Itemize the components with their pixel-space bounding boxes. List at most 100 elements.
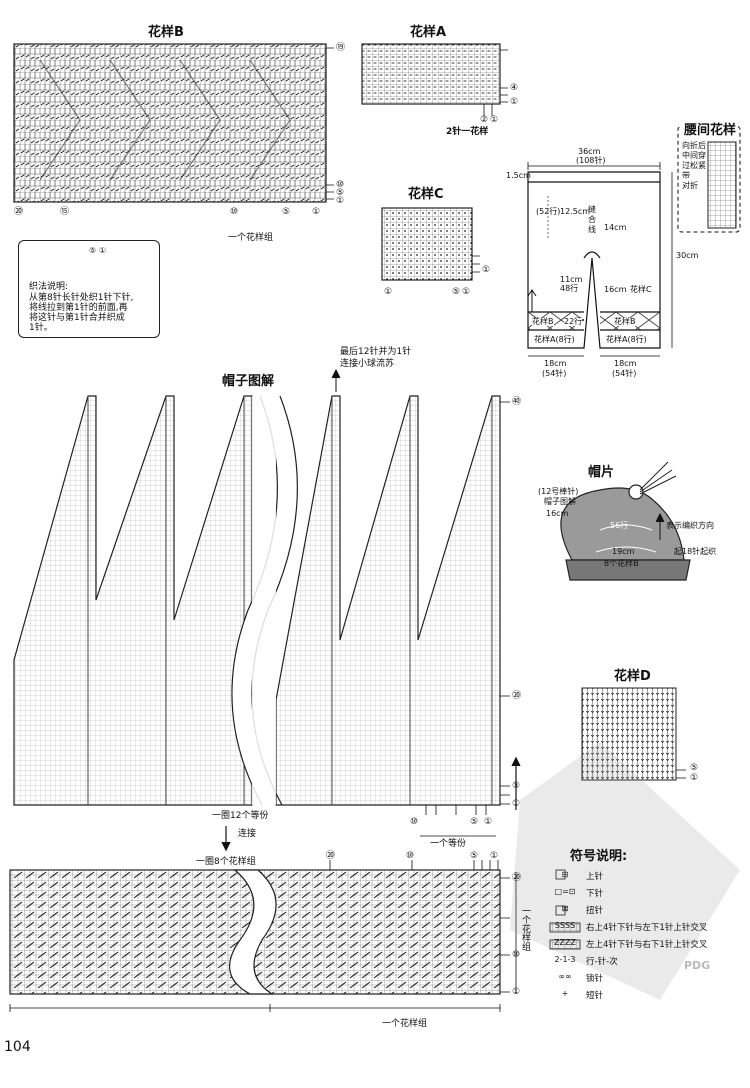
legend-symbol: ZZZZ (554, 938, 576, 947)
pattern-a-right-num-1: ① (510, 97, 519, 107)
pants-bottom-left: 18cm (544, 359, 567, 368)
waist-note-1: 中间穿 (682, 151, 706, 160)
waist-note-0: 向折后 (682, 141, 706, 150)
pants-top-width: 36cm (578, 147, 601, 156)
pants-seam-1: 合 (588, 215, 596, 224)
hat-chart (13, 368, 521, 852)
waist-note-2: 过松紧 (682, 161, 706, 170)
lower-right-num-2: ① (512, 987, 521, 997)
legend-symbol: SSSS (554, 921, 576, 930)
legend-item: + 短针 (548, 987, 748, 1001)
lower-right-num-0: ⑳ (512, 873, 522, 883)
legend-text: 上针 (586, 872, 604, 882)
legend-item: SSSS 右上4针下针与左下1针上针交叉 (548, 919, 748, 933)
pants-rows-22: 22行 (564, 317, 583, 326)
instruction-line-2: 将这针与第1针合并织成 (29, 313, 125, 323)
hat-piece-ref: 帽子图解 (544, 497, 576, 506)
pattern-b-title: 花样B (148, 25, 184, 40)
hat-right-num-0: ㊵ (512, 397, 522, 407)
legend-swatches (549, 869, 581, 950)
legend-symbol: 2-1-3 (554, 955, 576, 964)
pants-pattern-a: 花样A(8行) (534, 335, 575, 344)
legend-item: ZZZZ 左上4针下针与右下1针上针交叉 (548, 936, 748, 950)
pattern-c-right-num-0: ① (482, 265, 491, 275)
pants-h-16: 16cm (604, 285, 627, 294)
waist-pattern-chart (707, 141, 737, 229)
hat-lower-band (9, 860, 517, 1012)
pattern-a-bottom-num-1: ① (490, 115, 499, 125)
pattern-c-bottom-num-1: ⑤ (452, 287, 461, 297)
pattern-b-bottom-num-3: ⑤ (282, 207, 291, 217)
pants-h-12-5: 12.5cm (560, 207, 591, 216)
instruction-num-0: ⑤ (89, 246, 97, 255)
legend-symbol: + (561, 989, 569, 998)
pattern-b-bottom-num-4: ① (312, 207, 321, 217)
pants-total-h: 30cm (676, 251, 699, 260)
hat-top-note-0: 最后12针并为1针 (340, 347, 412, 357)
pattern-b-chart (13, 43, 334, 203)
watermark-text: PDG (684, 959, 711, 972)
hat-chart-title: 帽子图解 (222, 374, 275, 389)
pattern-a-title: 花样A (410, 25, 447, 40)
pattern-c-bottom-num-0: ① (384, 287, 393, 297)
hat-piece-height: 16cm (546, 509, 569, 518)
pattern-b-group-label: 一个花样组 (228, 233, 274, 243)
pattern-b-right-num-0: ⑲ (336, 43, 346, 53)
legend-text: 下针 (586, 889, 604, 899)
pants-pattern-c: 花样C (630, 285, 652, 294)
legend-text: 左上4针下针与右下1针上针交叉 (586, 940, 708, 950)
instruction-box: ⑤ ① 织法说明: 从第8针长针处织1针下针, 将线拉到第1针的前面,再 将这针… (18, 240, 160, 338)
pattern-a-bottom-num-0: ② (480, 115, 489, 125)
hat-piece-rows: 56行 (610, 521, 629, 530)
pants-top-sts: (108针) (576, 156, 606, 165)
instruction-line-0: 从第8针长针处织1针下针, (29, 293, 134, 303)
pattern-a-chart (361, 43, 508, 116)
legend-text: 右上4针下针与左下1针上针交叉 (586, 923, 708, 933)
legend-symbol: □=⊡ (554, 887, 576, 896)
lower-num-3: ① (490, 851, 499, 861)
pants-seam-0: 缝 (588, 205, 596, 214)
hat-right-num-3: ① (512, 799, 521, 809)
page-number: 104 (4, 1039, 31, 1055)
legend-title: 符号说明: (570, 849, 628, 864)
legend-item: ⊟上针 (548, 868, 748, 882)
hat-bottom-num-2: ① (484, 817, 493, 827)
watermark-seal (510, 742, 740, 1000)
pants-h-14: 14cm (604, 223, 627, 232)
pants-rows-52: (52行) (536, 207, 561, 216)
pants-pattern-b: 花样B (532, 317, 554, 326)
pants-h-11: 11cm (560, 275, 583, 284)
legend-text: 短针 (586, 991, 604, 1001)
pattern-b-right-num-3: ① (336, 196, 345, 206)
pants-bottom-left-sts: (54针) (542, 369, 567, 378)
pattern-d-title: 花样D (614, 669, 651, 684)
hat-right-num-2: ⑤ (512, 781, 521, 791)
waist-pattern-title: 腰间花样 (682, 123, 739, 138)
instruction-title: 织法说明: (29, 282, 69, 292)
hat-piece-direction: 表示编织方向 (666, 521, 714, 530)
pants-bottom-right-sts: (54针) (612, 369, 637, 378)
pattern-b-bottom-num-1: ⑮ (60, 207, 70, 217)
pants-schematic (527, 162, 673, 357)
hat-bottom-note: 一圈12个等份 (212, 811, 269, 821)
hat-piece-groups: 8个花样B (604, 559, 639, 568)
hat-piece-needle: (12号棒针) (538, 487, 579, 496)
legend-text: 锁针 (586, 974, 604, 984)
pattern-d-right-num-0: ⑤ (690, 763, 699, 773)
lower-num-1: ⑩ (406, 851, 415, 861)
pants-bottom-right: 18cm (614, 359, 637, 368)
legend-item: □=⊡ 下针 (548, 885, 748, 899)
lower-group-label-1: 一个花样组 (520, 906, 530, 951)
hat-right-num-1: ⑳ (512, 691, 522, 701)
pattern-b-right-num-2: ⑤ (336, 188, 345, 198)
pants-rows-48: 48行 (560, 284, 579, 293)
legend-item: ∞∞锁针 (548, 970, 748, 984)
lower-right-num-1: ⑩ (512, 950, 521, 960)
pants-seam-2: 线 (588, 225, 596, 234)
pattern-d-right-num-1: ① (690, 773, 699, 783)
pattern-b-right-num-1: ⑩ (336, 180, 345, 190)
pants-pattern-b2: 花样B (614, 317, 636, 326)
legend-text: 行-针-次 (586, 957, 618, 967)
hat-right-label: 一个等份 (430, 839, 467, 849)
